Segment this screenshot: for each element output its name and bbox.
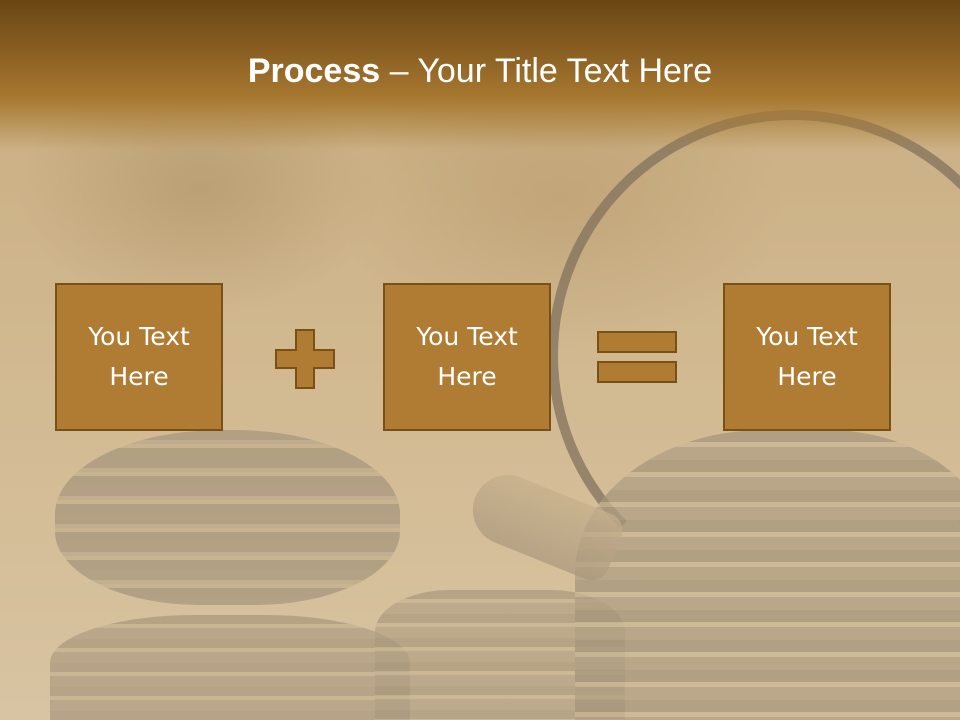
teacup-left (55, 430, 400, 605)
process-box-3[interactable]: You Text Here (723, 283, 891, 431)
slide-title[interactable]: Process – Your Title Text Here (0, 52, 960, 91)
process-box-1[interactable]: You Text Here (55, 283, 223, 431)
title-dash: – (380, 52, 418, 90)
process-box-3-text: You Text Here (756, 322, 858, 391)
title-bar (0, 0, 960, 150)
process-box-2-text: You Text Here (416, 322, 518, 391)
process-box-2[interactable]: You Text Here (383, 283, 551, 431)
teapot (575, 430, 960, 720)
process-box-1-text: You Text Here (88, 322, 190, 391)
teacup-left-base (50, 615, 410, 720)
title-bold: Process (247, 52, 381, 90)
equals-icon (597, 331, 677, 383)
title-rest: Your Title Text Here (417, 52, 713, 90)
plus-icon (275, 329, 335, 389)
